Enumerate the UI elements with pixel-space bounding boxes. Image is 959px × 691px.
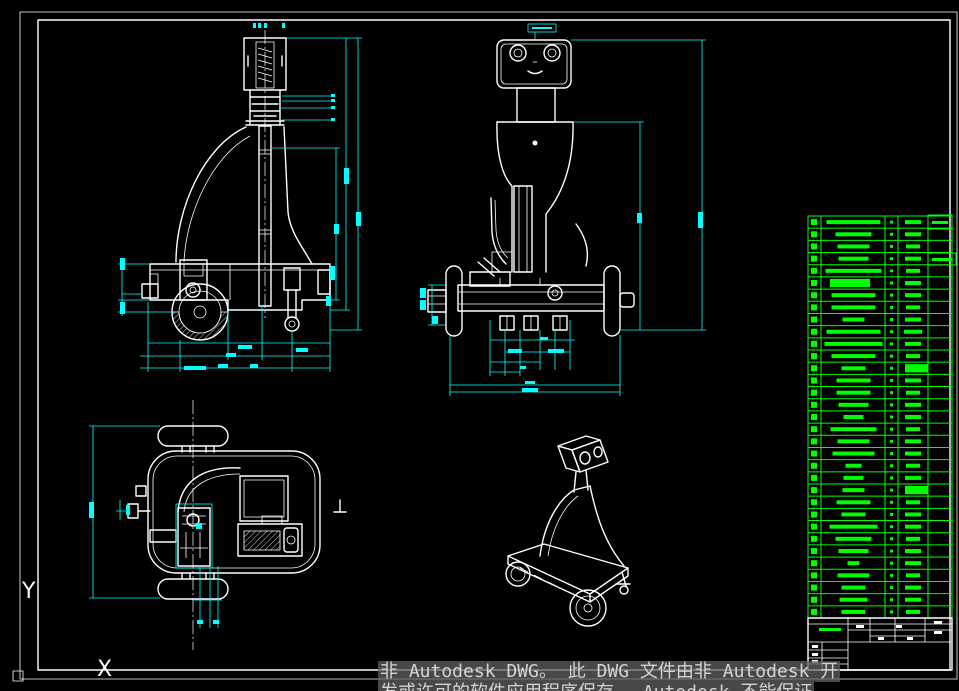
front-head [496, 39, 572, 89]
iso-body-shell [539, 485, 625, 567]
lift-rod [258, 125, 272, 307]
parts-list-row [808, 446, 952, 457]
lift-mechanism [177, 507, 211, 567]
parts-list-row [808, 325, 952, 335]
mouth [527, 70, 543, 75]
parts-list-row [808, 361, 952, 373]
parts-list-row [811, 219, 921, 226]
parts-list-row [808, 532, 952, 542]
parts-list-row [808, 300, 952, 311]
top-view [89, 400, 347, 650]
parts-list-row [808, 264, 952, 274]
front-view-dimensions [420, 39, 706, 396]
iso-left-eye [579, 451, 591, 465]
side-base-chassis [149, 263, 331, 311]
parts-list-row [808, 434, 952, 445]
top-handle [157, 425, 229, 447]
ucs-axis-icon: Y X [12, 579, 112, 682]
side-neck-column [245, 89, 285, 126]
title-block [807, 617, 953, 671]
parts-list-row [808, 227, 952, 238]
parts-list-row [808, 410, 952, 420]
ucs-origin-box [12, 670, 24, 682]
front-neck [516, 87, 556, 123]
parts-list-row [808, 568, 952, 579]
parts-list-row [808, 276, 952, 288]
front-lift-column [513, 185, 533, 273]
isometric-view [505, 435, 631, 627]
top-body-outline [147, 450, 321, 574]
iso-right-wheel [569, 589, 607, 627]
parts-list-row [808, 422, 952, 433]
parts-list-row [808, 386, 952, 396]
drive-gearbox [179, 259, 208, 301]
parts-list-row [808, 605, 952, 615]
ucs-x-label: X [97, 657, 112, 682]
caster-bracket [283, 267, 301, 291]
side-head-housing [243, 37, 287, 91]
parts-list-side-tabs [927, 214, 957, 266]
parts-list-row [808, 520, 952, 530]
notice-line-1: 非 Autodesk DWG。 此 DWG 文件由非 Autodesk 开 [378, 661, 841, 682]
iso-head-side [557, 445, 581, 473]
parts-list-row [808, 398, 952, 408]
side-view-dimensions [118, 37, 362, 372]
side-view [118, 23, 362, 372]
parts-list-row [808, 593, 952, 603]
iso-left-wheel [505, 561, 531, 587]
parts-list-row [808, 580, 952, 591]
front-view [420, 23, 706, 396]
front-shell-right [545, 121, 574, 273]
lead-screw-thread [257, 47, 273, 83]
wheel-tire-section [171, 311, 229, 341]
iso-base [507, 543, 629, 595]
ucs-y-label: Y [21, 579, 36, 604]
front-top-tag [527, 23, 557, 33]
parts-list-row [808, 507, 952, 518]
body-shell-front [283, 126, 313, 265]
drive-motor [237, 523, 303, 557]
left-arm [490, 197, 507, 265]
top-view-dimensions [89, 425, 222, 628]
non-autodesk-dwg-notice: 非 Autodesk DWG。 此 DWG 文件由非 Autodesk 开 发或… [378, 661, 953, 691]
iso-head-face [571, 439, 609, 473]
front-shell-left [496, 121, 513, 273]
parts-list-row [808, 495, 952, 506]
side-view-top-marks [253, 23, 285, 28]
parts-list-row [808, 459, 952, 469]
parts-list-row [808, 252, 952, 262]
front-base [457, 284, 605, 312]
parts-list-border [807, 215, 953, 619]
parts-list-row [808, 556, 952, 567]
parts-list-row [808, 239, 952, 250]
right-eye [543, 44, 561, 62]
iso-caster [619, 585, 629, 595]
right-arm [575, 223, 589, 267]
front-right-wheel [603, 265, 621, 337]
front-bumper-block [317, 269, 331, 295]
notice-line-2: 发或许可的软件应用程序保存。 Autodesk 不能保证 [378, 682, 815, 691]
parts-list-row [808, 544, 952, 554]
parts-list-row [808, 483, 952, 495]
front-left-wheel [445, 265, 463, 337]
left-eye [509, 44, 527, 62]
lead-screw-housing [255, 41, 275, 89]
caster-wheel [284, 316, 300, 332]
parts-list-row [808, 288, 952, 299]
parts-list-table [807, 214, 957, 619]
parts-list-row [808, 312, 952, 323]
bottom-handle [157, 578, 229, 600]
battery-block [239, 475, 289, 522]
parts-list-row [808, 471, 952, 481]
body-shell-rear [175, 126, 247, 263]
iso-right-eye [593, 446, 603, 458]
parts-list-row [808, 337, 952, 347]
parts-list-row [808, 373, 952, 384]
parts-list-row [808, 349, 952, 360]
front-axle-hub [547, 285, 563, 301]
